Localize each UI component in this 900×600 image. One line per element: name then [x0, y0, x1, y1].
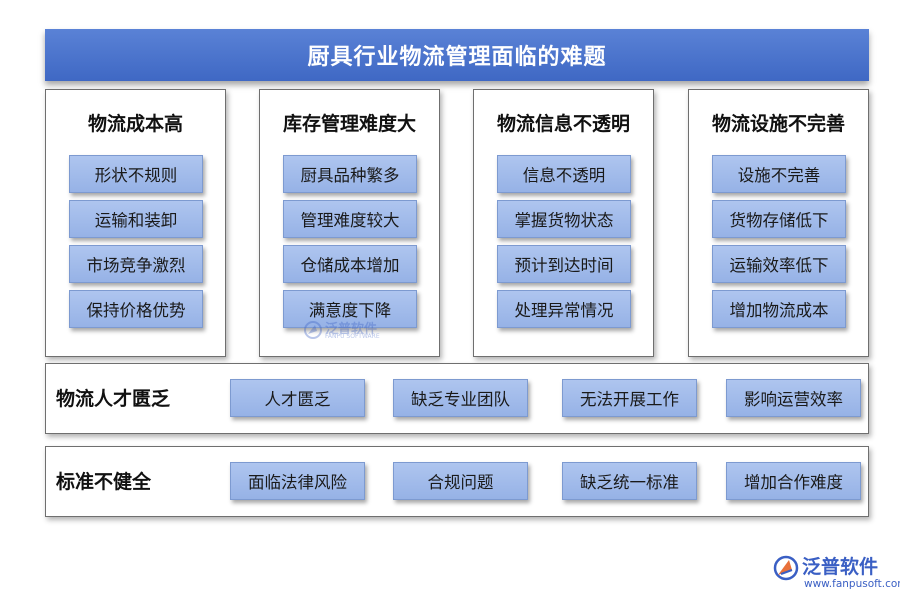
issue-chip: 满意度下降 [283, 290, 417, 328]
issue-chip: 保持价格优势 [69, 290, 203, 328]
column-logistics-facilities: 物流设施不完善 设施不完善 货物存储低下 运输效率低下 增加物流成本 [688, 89, 869, 357]
issue-chip: 增加合作难度 [726, 462, 861, 500]
column-logistics-cost: 物流成本高 形状不规则 运输和装卸 市场竞争激烈 保持价格优势 [45, 89, 226, 357]
issue-chip: 设施不完善 [712, 155, 846, 193]
issue-chip: 掌握货物状态 [497, 200, 631, 238]
issue-chip: 增加物流成本 [712, 290, 846, 328]
watermark: 泛普软件 FANPU SOFTWARE [303, 318, 393, 342]
issue-chip: 缺乏统一标准 [562, 462, 697, 500]
row-title: 物流人才匮乏 [56, 388, 171, 410]
issue-chip: 信息不透明 [497, 155, 631, 193]
issue-chip: 影响运营效率 [726, 379, 861, 417]
issue-chip: 预计到达时间 [497, 245, 631, 283]
page-title: 厨具行业物流管理面临的难题 [45, 29, 869, 81]
column-title: 物流成本高 [87, 113, 183, 135]
watermark-name: 泛普软件 [325, 322, 378, 337]
issue-chip: 运输和装卸 [69, 200, 203, 238]
column-title: 物流设施不完善 [711, 113, 845, 135]
issue-chip: 市场竞争激烈 [69, 245, 203, 283]
issue-chip: 管理难度较大 [283, 200, 417, 238]
issue-chip: 货物存储低下 [712, 200, 846, 238]
issue-chip: 缺乏专业团队 [393, 379, 528, 417]
brand-name: 泛普软件 [802, 556, 879, 578]
watermark-logo-icon [304, 321, 322, 339]
issue-chip: 无法开展工作 [562, 379, 697, 417]
row-standards: 标准不健全 面临法律风险 合规问题 缺乏统一标准 增加合作难度 [45, 446, 869, 517]
column-title: 库存管理难度大 [282, 113, 416, 135]
row-talent-shortage: 物流人才匮乏 人才匮乏 缺乏专业团队 无法开展工作 影响运营效率 [45, 363, 869, 434]
column-inventory-management: 库存管理难度大 厨具品种繁多 管理难度较大 仓储成本增加 满意度下降 [259, 89, 440, 357]
issue-chip: 仓储成本增加 [283, 245, 417, 283]
column-logistics-info: 物流信息不透明 信息不透明 掌握货物状态 预计到达时间 处理异常情况 [473, 89, 654, 357]
issue-chip: 运输效率低下 [712, 245, 846, 283]
issue-chip: 形状不规则 [69, 155, 203, 193]
row-title: 标准不健全 [56, 471, 152, 493]
issue-chip: 合规问题 [393, 462, 528, 500]
issue-chip: 厨具品种繁多 [283, 155, 417, 193]
column-title: 物流信息不透明 [496, 113, 630, 135]
issue-chip: 人才匮乏 [230, 379, 365, 417]
brand-url: www.fanpusoft.com [804, 578, 900, 590]
issue-chip: 面临法律风险 [230, 462, 365, 500]
fanpu-logo-icon [773, 555, 799, 581]
watermark-sub: FANPU SOFTWARE [325, 333, 380, 340]
brand-logo: 泛普软件 www.fanpusoft.com [772, 552, 900, 594]
issue-chip: 处理异常情况 [497, 290, 631, 328]
